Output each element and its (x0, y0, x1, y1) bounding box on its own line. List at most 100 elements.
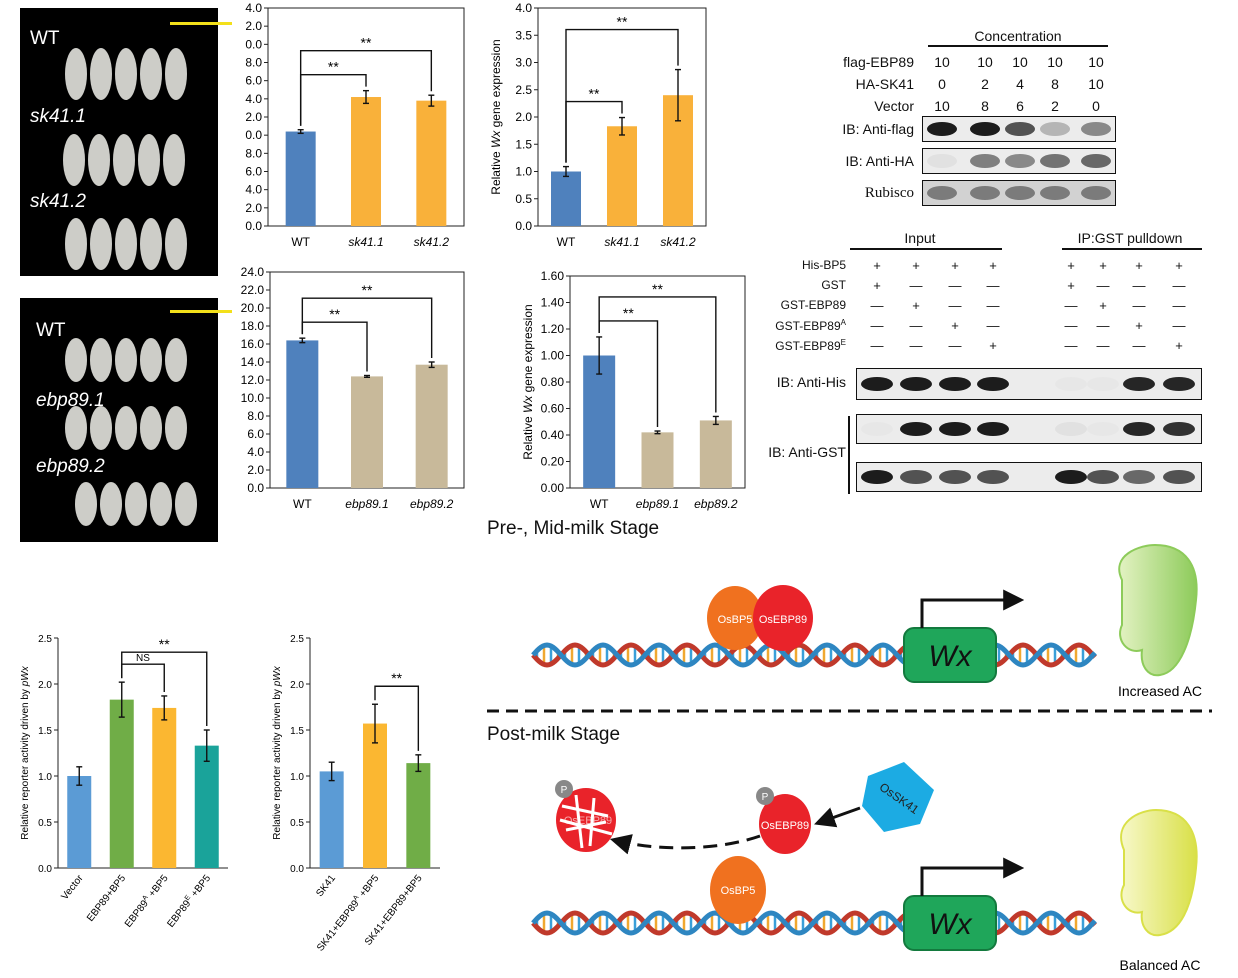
transcription-arrow (920, 589, 1025, 628)
lane-value: 10 (1047, 54, 1063, 70)
band (1081, 186, 1111, 200)
wx-gene-label: Wx (928, 640, 972, 673)
band (1163, 422, 1195, 436)
degraded-label: OsEBP89 (564, 815, 612, 827)
band (939, 470, 971, 484)
y-tick-label: 0.00 (541, 481, 565, 495)
x-tick-label: sk41.2 (660, 235, 696, 249)
pulldown-bar (1062, 248, 1202, 250)
phospho-marker (756, 787, 774, 805)
y-tick-label: 0.60 (541, 402, 565, 416)
y-tick-label: 6.0 (245, 165, 262, 179)
row-label: His-BP5 (801, 258, 846, 272)
significance-label: ** (361, 35, 372, 51)
band (1005, 122, 1035, 136)
row-label: GST-EBP89 (780, 298, 846, 312)
y-tick-label: 0.0 (245, 128, 262, 142)
rice-grain (65, 218, 87, 270)
bar (607, 126, 637, 226)
y-tick-label: 0.0 (245, 219, 262, 233)
significance-label: NS (136, 653, 150, 664)
blot-label: IB: Anti-flag (842, 121, 914, 137)
lane-value: — (1064, 318, 1078, 333)
degraded-osebp89 (556, 788, 616, 852)
dna-helix-top (531, 642, 1097, 668)
rice-grain (115, 48, 137, 100)
grain-photo-ebp89: WT ebp89.1 ebp89.2 (20, 298, 232, 542)
y-tick-label: 1.60 (541, 269, 565, 283)
photo-label-ebp89-1: ebp89.1 (36, 390, 105, 411)
lane-value: — (909, 278, 923, 293)
lane-value: + (912, 298, 920, 313)
significance-bracket (374, 685, 420, 751)
band (939, 422, 971, 436)
lane-value: 2 (981, 76, 989, 92)
significance-bracket (299, 49, 433, 126)
y-tick-label: 2.0 (515, 110, 532, 124)
lane-value: — (1132, 338, 1146, 353)
lane-value: — (1096, 278, 1110, 293)
y-tick-label: 2.0 (245, 110, 262, 124)
rice-grain (65, 48, 87, 100)
y-axis-label: Relative reporter activity driven by pWx (272, 665, 283, 839)
osebp89-label: OsEBP89 (761, 820, 809, 832)
lane-value: 10 (934, 98, 950, 114)
phospho-marker (555, 780, 573, 798)
band (1123, 422, 1155, 436)
lane-value: + (912, 258, 920, 273)
band (1087, 470, 1119, 484)
photo-label-wt: WT (30, 28, 60, 49)
rice-grain (140, 338, 162, 382)
x-tick-label: WT (590, 497, 609, 511)
y-tick-label: 2.5 (515, 83, 532, 97)
blot-label: IB: Anti-His (776, 374, 846, 390)
y-tick-label: 10.0 (241, 391, 265, 405)
bar (194, 745, 219, 868)
wx-gene-box (903, 895, 997, 951)
band (1040, 122, 1070, 136)
band (1163, 377, 1195, 391)
western-blot-pulldown: Input IP:GST pulldown His-BP5++++++++GST… (760, 226, 1210, 498)
significance-label: ** (652, 281, 663, 297)
significance-bracket (121, 651, 208, 726)
y-tick-label: 0.5 (38, 818, 52, 829)
significance-bracket (565, 28, 679, 163)
bar (286, 340, 319, 488)
y-tick-label: 3.5 (515, 28, 532, 42)
osebp89-protein (759, 794, 811, 854)
lane-value: 8 (981, 98, 989, 114)
photo-label-sk41-2: sk41.2 (30, 191, 86, 212)
osbp5-protein (710, 856, 766, 924)
osebp89-protein (753, 585, 813, 651)
x-tick-label: ebp89.2 (410, 497, 454, 511)
rice-grain (138, 134, 160, 186)
x-tick-label: sk41.1 (348, 235, 383, 249)
lane-value: — (909, 338, 923, 353)
input-bar (850, 248, 1002, 250)
grain-photo-sk41: WT sk41.1 sk41.2 (20, 8, 232, 276)
lane-value: + (873, 278, 881, 293)
band (977, 422, 1009, 436)
lane-value: 6 (1016, 98, 1024, 114)
rice-grain (113, 134, 135, 186)
bar (319, 771, 344, 868)
rice-grain (140, 218, 162, 270)
rice-grain (100, 482, 122, 526)
transcription-arrow (920, 857, 1025, 896)
osbp5-protein (707, 586, 763, 650)
increased-ac-label: Increased AC (1118, 683, 1202, 699)
lane-value: — (1096, 318, 1110, 333)
y-tick-label: 1.5 (38, 726, 52, 737)
row-label: GST-EBP89A (775, 318, 846, 333)
y-tick-label: 2.5 (290, 634, 304, 645)
band (927, 186, 957, 200)
y-tick-label: 4.0 (245, 1, 262, 15)
band (970, 186, 1000, 200)
lane-value: — (986, 298, 1000, 313)
degradation-cracks (559, 794, 613, 849)
band (1163, 470, 1195, 484)
